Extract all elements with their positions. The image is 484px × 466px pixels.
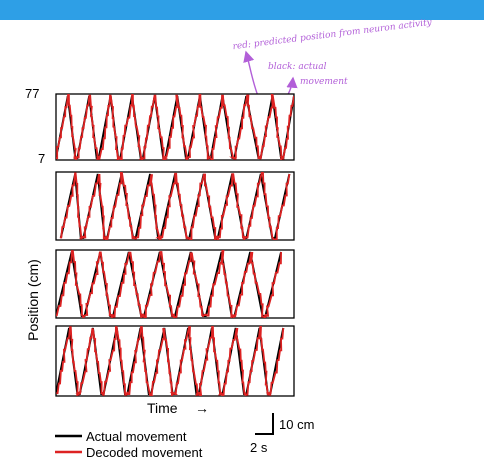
annotation-black-2: movement xyxy=(300,77,348,87)
panel-4-decoded-line xyxy=(56,326,285,396)
legend-decoded-label: Decoded movement xyxy=(86,445,203,460)
x-axis-label: Time xyxy=(147,400,178,416)
legend: Actual movement Decoded movement xyxy=(55,429,203,460)
panels-group xyxy=(55,93,295,397)
panel-2-decoded-line xyxy=(59,172,291,240)
scale-bar: 10 cm 2 s xyxy=(250,413,314,455)
x-axis-arrow: → xyxy=(195,400,209,416)
legend-actual-label: Actual movement xyxy=(86,429,187,444)
scale-bar-y-label: 10 cm xyxy=(279,417,314,432)
y-axis-label: Position (cm) xyxy=(25,259,41,341)
panel-4-frame xyxy=(55,325,295,397)
panel-3-decoded-line xyxy=(56,250,282,318)
panel-1-decoded-line xyxy=(56,94,294,160)
header-bar xyxy=(0,0,484,20)
scale-bar-x-label: 2 s xyxy=(250,440,268,455)
panel-3-frame xyxy=(55,249,295,319)
annotation-black: black: actual xyxy=(268,62,327,72)
y-tick-top: 77 xyxy=(25,86,39,101)
y-tick-bottom: 7 xyxy=(38,151,45,166)
